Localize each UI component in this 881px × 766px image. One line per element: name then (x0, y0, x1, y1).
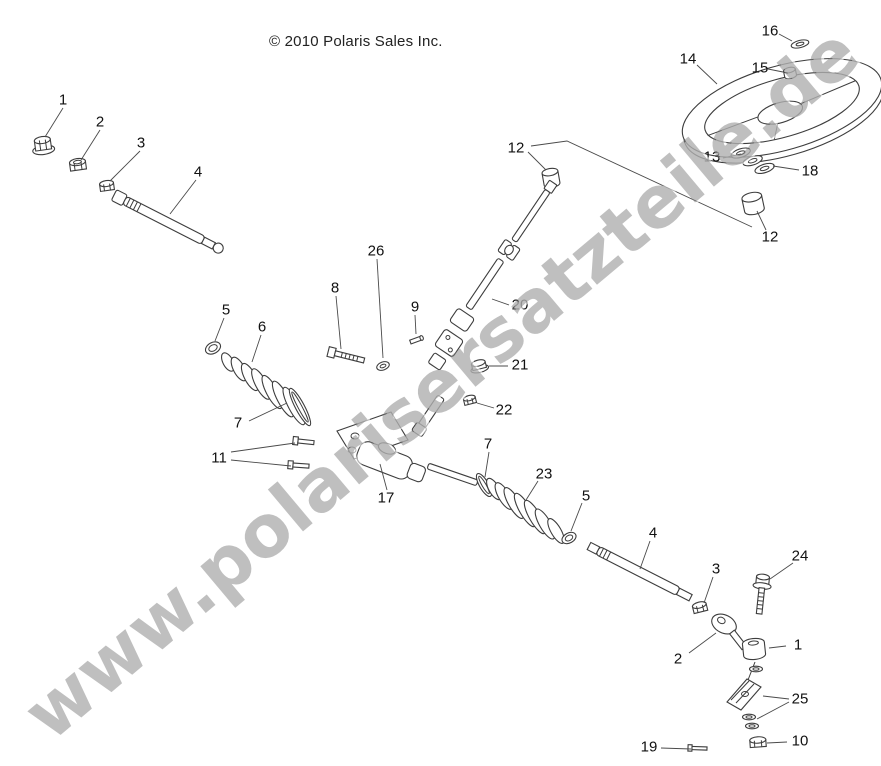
part-callout-20: 20 (511, 296, 529, 314)
part-callout-16: 16 (761, 22, 779, 40)
part-callout-1: 1 (58, 91, 68, 109)
nut-22-drawing (462, 394, 478, 407)
copyright-text: © 2010 Polaris Sales Inc. (269, 33, 443, 50)
bellows-left-drawing (221, 352, 306, 426)
part-callout-11: 11 (211, 449, 227, 467)
bracket-25-drawing (726, 661, 764, 730)
part-callout-10: 10 (791, 732, 809, 750)
part-callout-8: 8 (330, 279, 340, 297)
mount-bolts-drawing (287, 435, 315, 470)
ring-5-right-drawing (561, 531, 577, 545)
part-callout-5: 5 (581, 487, 591, 505)
ring-5-left-drawing (204, 341, 222, 355)
part-callout-2: 2 (673, 650, 683, 668)
part-callout-22: 22 (495, 401, 513, 419)
bushing-right-drawing (741, 191, 765, 216)
part-callout-12: 12 (507, 139, 525, 157)
rack-drawing (336, 395, 479, 486)
part-callout-26: 26 (367, 242, 385, 260)
part-callout-23: 23 (535, 465, 553, 483)
part-callout-18: 18 (801, 162, 819, 180)
part-callout-19: 19 (640, 738, 658, 756)
part-callout-3: 3 (711, 560, 721, 578)
tie-rod-left-drawing (111, 189, 224, 254)
nut-3-right-drawing (691, 601, 709, 615)
nut-1-left-drawing (32, 135, 56, 156)
screw-19-drawing (687, 744, 708, 752)
nut-10-drawing (749, 736, 767, 749)
bolt-8-drawing (326, 346, 366, 364)
part-callout-2: 2 (95, 113, 105, 131)
part-callout-3: 3 (136, 134, 146, 152)
nut-3-left-drawing (98, 179, 116, 193)
part-callout-9: 9 (410, 298, 420, 316)
leader-lines (44, 33, 800, 750)
part-callout-13: 13 (703, 148, 721, 166)
part-callout-24: 24 (791, 547, 809, 565)
cap-drawing (790, 39, 810, 49)
part-callout-15: 15 (751, 59, 769, 77)
part-callout-6: 6 (257, 318, 267, 336)
column-nut-drawing (782, 66, 798, 80)
nut-21-drawing (470, 359, 490, 374)
nut-2-left-drawing (68, 157, 88, 172)
steering-wheel-drawing (681, 58, 881, 164)
tie-rod-right-drawing (586, 541, 693, 602)
part-callout-4: 4 (648, 524, 658, 542)
part-callout-5: 5 (221, 301, 231, 319)
part-callout-4: 4 (193, 163, 203, 181)
bolt-24-drawing (752, 573, 772, 615)
steering-shaft-drawing (428, 180, 558, 371)
part-callout-17: 17 (377, 489, 395, 507)
washer-26-drawing (376, 361, 390, 371)
part-callout-7: 7 (483, 435, 493, 453)
part-callout-25: 25 (791, 690, 809, 708)
part-callout-21: 21 (511, 356, 529, 374)
part-callout-7: 7 (233, 414, 243, 432)
clamp-left-drawing (288, 387, 312, 427)
part-callout-14: 14 (679, 50, 697, 68)
bushing-1-right-drawing (741, 637, 767, 661)
pin-9-drawing (408, 335, 424, 345)
bellows-right-drawing (486, 477, 565, 544)
part-callout-12: 12 (761, 228, 779, 246)
part-callout-1: 1 (793, 636, 803, 654)
bushing-upper-drawing (541, 167, 561, 189)
